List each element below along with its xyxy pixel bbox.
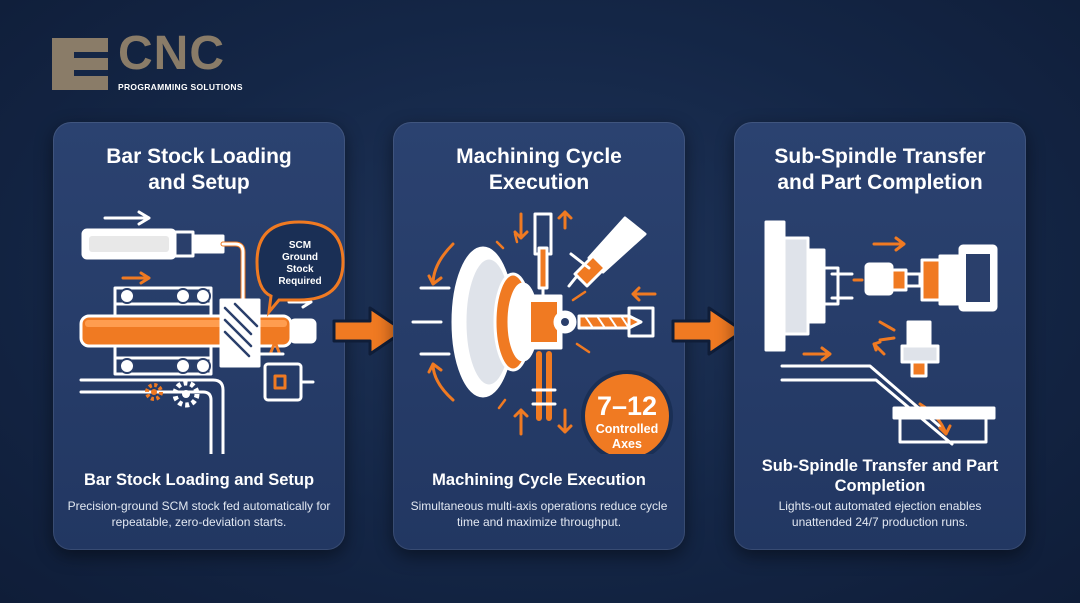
brand-logo: CNC PROGRAMMING SOLUTIONS — [52, 30, 252, 96]
flow-arrow-icon — [332, 306, 406, 356]
sub-spindle-transfer-illustration-icon — [764, 220, 998, 446]
controlled-axes-badge: 7–12 Controlled Axes — [581, 370, 673, 454]
step-1-description: Precision-ground SCM stock fed automatic… — [67, 499, 331, 529]
flow-arrow-icon — [671, 306, 745, 356]
step-1-subtitle: Bar Stock Loading and Setup — [83, 471, 315, 489]
gear-icon — [145, 380, 200, 408]
step-card-bar-stock-loading: Bar Stock Loading and Setup — [53, 122, 345, 550]
cnc-logo-mark-icon — [52, 38, 108, 90]
brand-name: CNC — [118, 27, 225, 80]
step-card-sub-spindle-transfer: Sub-Spindle Transfer and Part Completion — [734, 122, 1026, 550]
svg-text:Required: Required — [278, 276, 321, 287]
step-1-title: Bar Stock Loading and Setup — [106, 145, 292, 194]
svg-text:Controlled: Controlled — [596, 422, 659, 436]
svg-text:Axes: Axes — [612, 437, 642, 451]
step-2-description: Simultaneous multi-axis operations reduc… — [410, 499, 668, 529]
step-3-title: Sub-Spindle Transfer and Part Completion — [774, 145, 986, 194]
svg-text:Ground: Ground — [282, 252, 318, 263]
brand-tagline: PROGRAMMING SOLUTIONS — [118, 82, 243, 92]
multi-axis-machining-illustration-icon: 7–12 Controlled Axes — [411, 210, 673, 454]
step-2-subtitle: Machining Cycle Execution — [432, 471, 646, 489]
step-3-description: Lights-out automated ejection enables un… — [778, 499, 982, 529]
scm-callout-bubble: SCM Ground Stock Required — [255, 220, 345, 317]
step-card-machining-cycle: Machining Cycle Execution — [393, 122, 685, 550]
step-3-subtitle: Sub-Spindle Transfer and Part Completion — [761, 457, 999, 495]
svg-text:SCM: SCM — [289, 240, 311, 251]
svg-text:7–12: 7–12 — [597, 391, 657, 421]
svg-text:Stock: Stock — [286, 264, 314, 275]
bar-feeder-illustration-icon: SCM Ground Stock Required — [79, 210, 345, 454]
step-2-title: Machining Cycle Execution — [456, 145, 622, 194]
